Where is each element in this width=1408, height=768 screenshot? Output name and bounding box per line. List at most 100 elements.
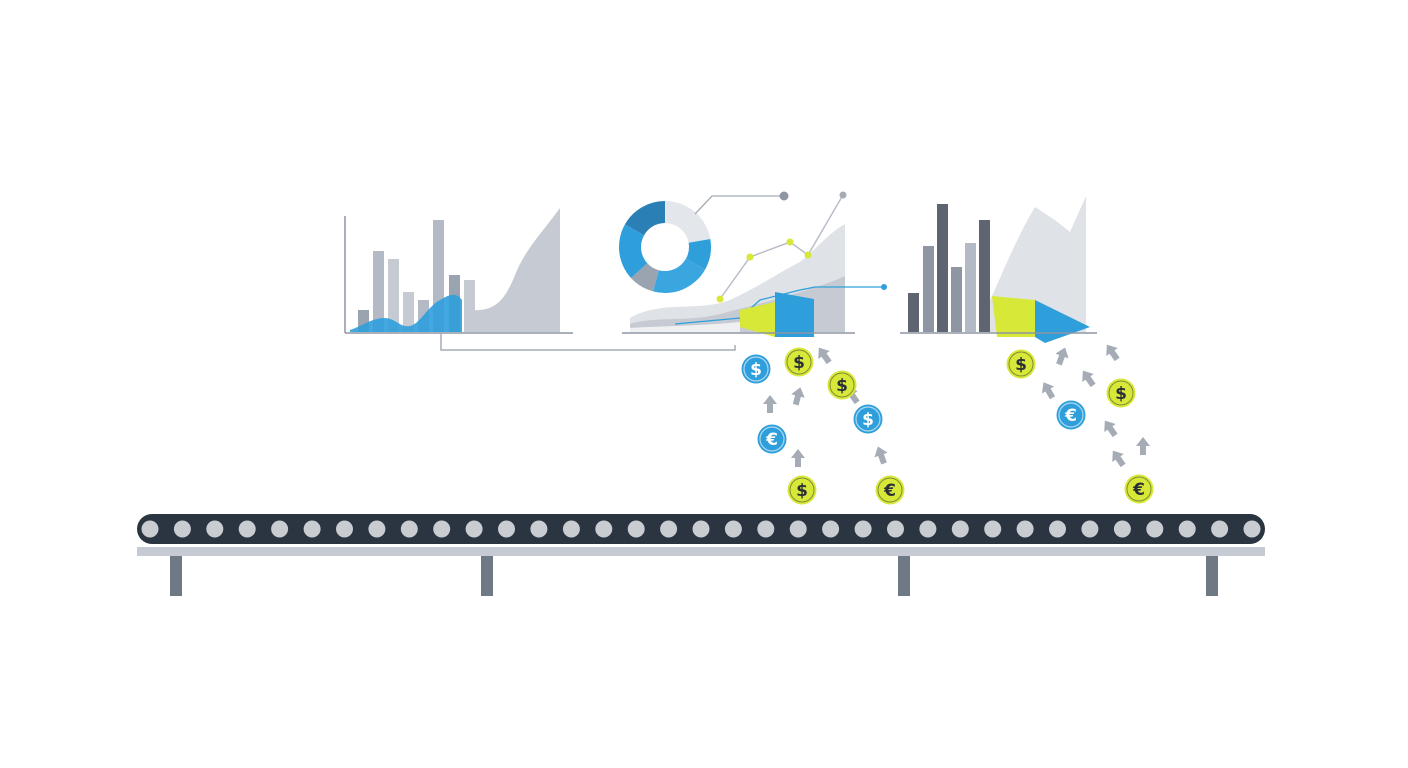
- belt-roller: [757, 520, 775, 538]
- blue-line-dot: [881, 284, 887, 290]
- right-chart-bar: [923, 246, 934, 332]
- donut-segment: [625, 201, 665, 236]
- arrow-up-icon: [1041, 382, 1056, 400]
- belt-roller: [1081, 520, 1099, 538]
- right-chart: [900, 196, 1097, 343]
- coin-symbol: $: [836, 376, 848, 396]
- donut-pointer-dot: [779, 191, 789, 201]
- arrow-up-icon: [1082, 370, 1096, 388]
- belt-roller: [724, 520, 742, 538]
- belt-roller: [1243, 520, 1261, 538]
- belt-roller: [887, 520, 904, 538]
- right-chart-bar: [908, 293, 919, 332]
- belt-roller: [206, 520, 224, 538]
- middle-funnel-lime: [740, 302, 775, 337]
- coin-symbol: €: [1064, 406, 1077, 426]
- currency-coin-icon: €: [1056, 400, 1086, 430]
- left-chart-bar: [403, 292, 414, 332]
- belt-roller: [173, 520, 191, 538]
- belt-roller: [465, 520, 483, 538]
- left-chart-bar: [358, 310, 369, 332]
- coin-symbol: $: [1015, 355, 1027, 375]
- arrow-up-icon: [791, 449, 805, 467]
- belt-roller: [692, 520, 710, 538]
- coin-symbol: $: [1115, 384, 1127, 404]
- belt-roller: [627, 520, 645, 538]
- left-chart-gray-area: [470, 208, 560, 332]
- currency-coin-icon: $: [784, 347, 814, 377]
- line-point: [786, 238, 794, 246]
- belt-roller: [303, 520, 321, 538]
- arrow-up-icon: [763, 395, 777, 413]
- left-chart-bar: [373, 251, 384, 332]
- donut-pointer-line: [694, 195, 783, 215]
- currency-coin-icon: $: [1006, 349, 1036, 379]
- belt-roller: [141, 520, 159, 538]
- donut-segment: [618, 224, 648, 278]
- arrow-up-icon: [1106, 344, 1120, 362]
- left-chart-bar: [433, 220, 444, 332]
- belt-roller: [400, 520, 418, 538]
- right-chart-bar: [979, 220, 990, 332]
- arrow-up-icon: [818, 347, 832, 365]
- belt-leg: [481, 556, 493, 596]
- belt-roller: [1146, 520, 1164, 538]
- middle-funnel-blue: [775, 292, 814, 337]
- right-chart-gray-area: [990, 196, 1086, 332]
- belt-roller: [433, 520, 451, 538]
- belt-rollers: [141, 520, 1261, 538]
- coin-symbol: $: [793, 353, 805, 373]
- belt-roller: [789, 520, 807, 538]
- arrow-up-icon: [1104, 420, 1118, 438]
- right-chart-bar: [965, 243, 976, 332]
- donut-segment: [631, 263, 659, 292]
- middle-chart-area-light: [630, 322, 740, 332]
- coin-symbol: $: [750, 360, 762, 380]
- belt-roller: [336, 520, 353, 538]
- coin-symbol: $: [862, 410, 874, 430]
- belt-roller: [919, 520, 937, 538]
- belt-roller: [562, 520, 580, 538]
- coin-symbol: €: [883, 481, 896, 501]
- belt-roller: [1211, 520, 1229, 538]
- left-chart-bar: [464, 280, 475, 332]
- belt-roller: [1049, 520, 1066, 538]
- belt-leg: [1206, 556, 1218, 596]
- left-chart-bar: [388, 259, 399, 332]
- left-chart: [344, 208, 573, 334]
- line-point: [839, 191, 847, 199]
- currency-coin-icon: $: [741, 354, 771, 384]
- left-chart-blue-area: [350, 294, 462, 332]
- right-chart-bar: [937, 204, 948, 332]
- arrows: [763, 344, 1150, 468]
- line-point: [716, 295, 724, 303]
- coin-symbol: €: [1132, 480, 1145, 500]
- line-point: [804, 251, 812, 259]
- currency-coin-icon: $: [787, 475, 817, 505]
- donut-chart: [618, 201, 711, 293]
- arrow-up-icon: [874, 446, 888, 465]
- currency-coin-icon: $: [1106, 378, 1136, 408]
- belt-roller: [498, 520, 515, 538]
- connector-line: [440, 334, 736, 351]
- right-chart-bar: [951, 267, 962, 332]
- belt-leg: [170, 556, 182, 596]
- arrow-up-icon: [1055, 347, 1069, 366]
- belt-roller: [1178, 520, 1196, 538]
- belt-roller: [368, 520, 386, 538]
- arrow-up-icon: [1136, 437, 1150, 455]
- belt-roller: [822, 520, 840, 538]
- arrow-up-icon: [1112, 450, 1126, 468]
- belt-roller: [271, 520, 289, 538]
- currency-coin-icon: €: [1124, 474, 1154, 504]
- belt-roller: [595, 520, 613, 538]
- donut-segment: [685, 239, 711, 270]
- middle-chart: [618, 191, 887, 337]
- belt-roller: [238, 520, 256, 538]
- belt-roller: [1016, 520, 1034, 538]
- belt-roller: [1113, 520, 1131, 538]
- coins: $ $ $ € $ $ € $: [741, 347, 1154, 505]
- currency-coin-icon: €: [875, 475, 905, 505]
- arrow-up-icon: [791, 387, 805, 406]
